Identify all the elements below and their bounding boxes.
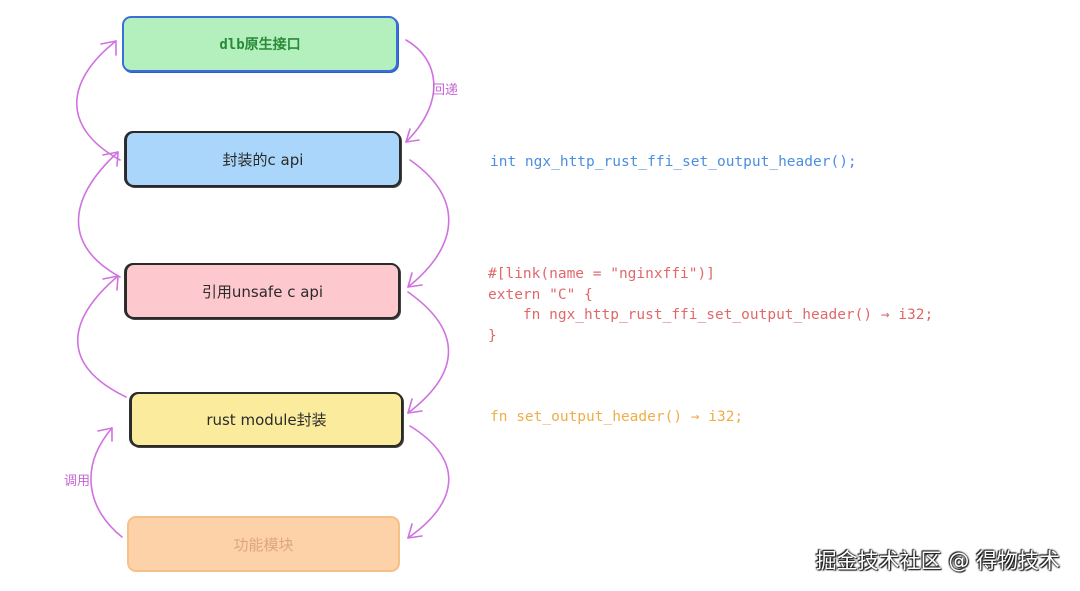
watermark: 掘金技术社区 @ 得物技术 bbox=[815, 549, 1060, 573]
call-arrow-2-1 bbox=[75, 40, 121, 161]
c-api-code: int ngx_http_rust_ffi_set_output_header(… bbox=[490, 154, 857, 170]
callback-arrow-1-2 bbox=[405, 39, 435, 143]
feature-module-label: 功能模块 bbox=[233, 535, 294, 554]
unsafe-c-api-box: 引用unsafe c api bbox=[125, 263, 400, 319]
rust-module-label: rust module封装 bbox=[206, 411, 327, 429]
callback-arrow-4-5 bbox=[407, 425, 450, 539]
callback-arrow-3-4 bbox=[407, 291, 450, 414]
call-arrow-3-2 bbox=[77, 151, 121, 278]
feature-module-box: 功能模块 bbox=[127, 516, 400, 572]
wrapped-c-api-box: 封装的c api bbox=[125, 131, 401, 187]
rust-module-box: rust module封装 bbox=[130, 392, 403, 447]
unsafe-c-api-label: 引用unsafe c api bbox=[201, 282, 324, 301]
rust-fn-code: fn set_output_header() → i32; bbox=[490, 409, 744, 425]
callback-arrow-2-3 bbox=[407, 159, 450, 288]
dlb-native-interface-label: dlb原生接口 bbox=[219, 37, 301, 53]
unsafe-extern-code: #[link(name = "nginxffi")] extern "C" { … bbox=[488, 266, 934, 344]
call-arrow-4-3 bbox=[76, 275, 127, 398]
callback-label: 回递 bbox=[432, 83, 459, 98]
call-arrow-5-4 bbox=[90, 427, 123, 538]
call-label: 调用 bbox=[64, 474, 91, 489]
wrapped-c-api-label: 封装的c api bbox=[222, 150, 304, 169]
dlb-native-interface-box: dlb原生接口 bbox=[122, 16, 398, 72]
